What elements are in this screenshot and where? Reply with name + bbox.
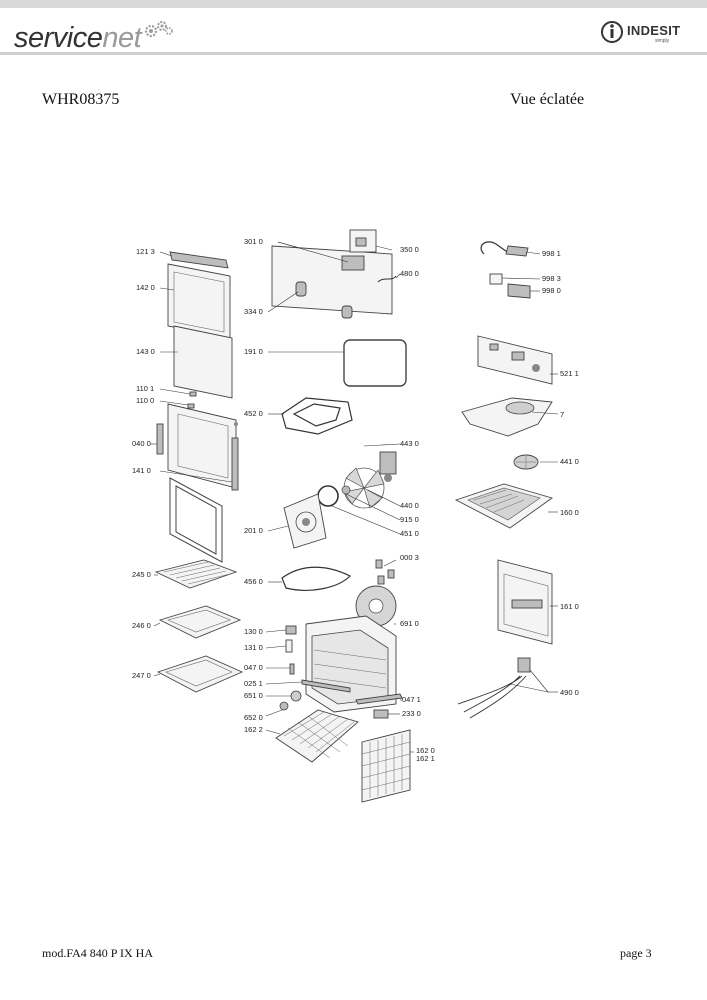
part-label-0400: 040 0: [132, 439, 151, 448]
part-label-3010: 301 0: [244, 237, 263, 246]
part-label-6510: 651 0: [244, 691, 263, 700]
part-label-4510: 451 0: [400, 529, 419, 538]
servicenet-logo: servicenet: [14, 22, 142, 54]
model-number: WHR08375: [42, 91, 120, 108]
indesit-wordmark: INDESIT: [627, 23, 680, 38]
part-label-2470: 247 0: [132, 671, 151, 680]
side-liner-grid-part: [361, 729, 414, 803]
indesit-tagline: simply: [655, 38, 669, 44]
part-label-5211: 521 1: [560, 369, 579, 378]
fan-motor-part: [363, 443, 401, 482]
part-label-1100: 110 0: [136, 396, 154, 405]
part-label-1610: 161 0: [560, 602, 579, 611]
part-label-0251: 025 1: [244, 679, 263, 688]
part-label-1622: 162 2: [244, 725, 263, 734]
indesit-wordmark-text: INDESIT: [627, 23, 681, 38]
part-label-1620: 162 0: [416, 746, 435, 755]
part-label-1213: 121 3: [136, 247, 155, 256]
door-seal-frame-part: [169, 477, 223, 563]
part-label-9150: 915 0: [400, 515, 419, 524]
header-top-band: [0, 0, 707, 8]
part-label-9983: 998 3: [542, 274, 561, 283]
wiring-harness-part: [457, 657, 558, 719]
door-inner-glass-part: [160, 325, 233, 399]
baking-tray-part: [153, 605, 242, 639]
part-label-3500: 350 0: [400, 245, 419, 254]
door-outer-glass-part: [159, 263, 231, 339]
part-label-6520: 652 0: [244, 713, 263, 722]
logo-text-accent: net: [102, 22, 142, 54]
wire-shelf-part: [154, 559, 238, 589]
control-panel-part: [271, 229, 401, 315]
part-label-4430: 443 0: [400, 439, 419, 448]
part-label-1430: 143 0: [136, 347, 155, 356]
drip-pan-part: [153, 655, 244, 693]
part-label-1621: 162 1: [416, 754, 435, 763]
heating-element-part: [268, 397, 353, 435]
part-label-4800: 480 0: [400, 269, 419, 278]
footer-page-number: page 3: [620, 946, 652, 960]
control-knobs: [267, 281, 353, 319]
part-label-4410: 441 0: [560, 457, 579, 466]
indesit-logo-icon: [601, 21, 623, 43]
cooling-fan-housing-part: [461, 397, 559, 437]
footer-model-code: mod.FA4 840 P IX HA: [42, 946, 154, 960]
part-label-4520: 452 0: [244, 409, 263, 418]
part-label-9980: 998 0: [542, 286, 561, 295]
part-label-2330: 233 0: [402, 709, 421, 718]
part-label-1600: 160 0: [560, 508, 579, 517]
part-label-1101: 110 1: [136, 384, 154, 393]
part-label-0470: 047 0: [244, 663, 263, 672]
gears-icon: [144, 21, 173, 38]
oven-door-seal-part: [268, 339, 407, 387]
header-divider: [0, 52, 707, 55]
part-label-4400: 440 0: [400, 501, 419, 510]
back-panel-part: [267, 493, 327, 549]
part-label-1300: 130 0: [244, 627, 263, 636]
part-label-2450: 245 0: [132, 570, 151, 579]
part-label-6910: 691 0: [400, 619, 419, 628]
side-rail-part: [355, 693, 403, 719]
part-label-3340: 334 0: [244, 307, 263, 316]
cooling-fan-part: [513, 454, 558, 470]
part-label-4900: 490 0: [560, 688, 579, 697]
part-label-1410: 141 0: [132, 466, 151, 475]
module-parts: [489, 273, 541, 299]
part-label-1910: 191 0: [244, 347, 263, 356]
view-title: Vue éclatée: [510, 91, 585, 108]
lamp-parts: [265, 690, 302, 717]
thermostat-parts: [265, 625, 297, 675]
door-trim-part: [159, 251, 229, 269]
part-label-7: 7: [560, 410, 564, 419]
part-label-4560: 456 0: [244, 577, 263, 586]
top-panel-part: [454, 483, 558, 529]
part-label-2010: 201 0: [244, 526, 263, 535]
part-label-2460: 246 0: [132, 621, 151, 630]
power-cable-part: [480, 241, 541, 257]
part-label-9981: 998 1: [542, 249, 561, 258]
part-label-1420: 142 0: [136, 283, 155, 292]
electronic-board-part: [477, 335, 558, 385]
door-frame-part: [150, 403, 239, 491]
part-label-0003: 000 3: [400, 553, 419, 562]
bottom-grid-part: [265, 709, 359, 763]
rear-element-part: [268, 566, 352, 591]
part-label-0471: 047 1: [402, 695, 421, 704]
page-header: servicenet: [0, 8, 707, 54]
side-panel-part: [497, 559, 558, 645]
door-hinge-clips: [159, 388, 197, 409]
indesit-tagline-text: simply: [655, 38, 670, 44]
logo-text-main: service: [14, 22, 103, 54]
oven-cavity-part: [265, 615, 397, 713]
part-label-1310: 131 0: [244, 643, 263, 652]
